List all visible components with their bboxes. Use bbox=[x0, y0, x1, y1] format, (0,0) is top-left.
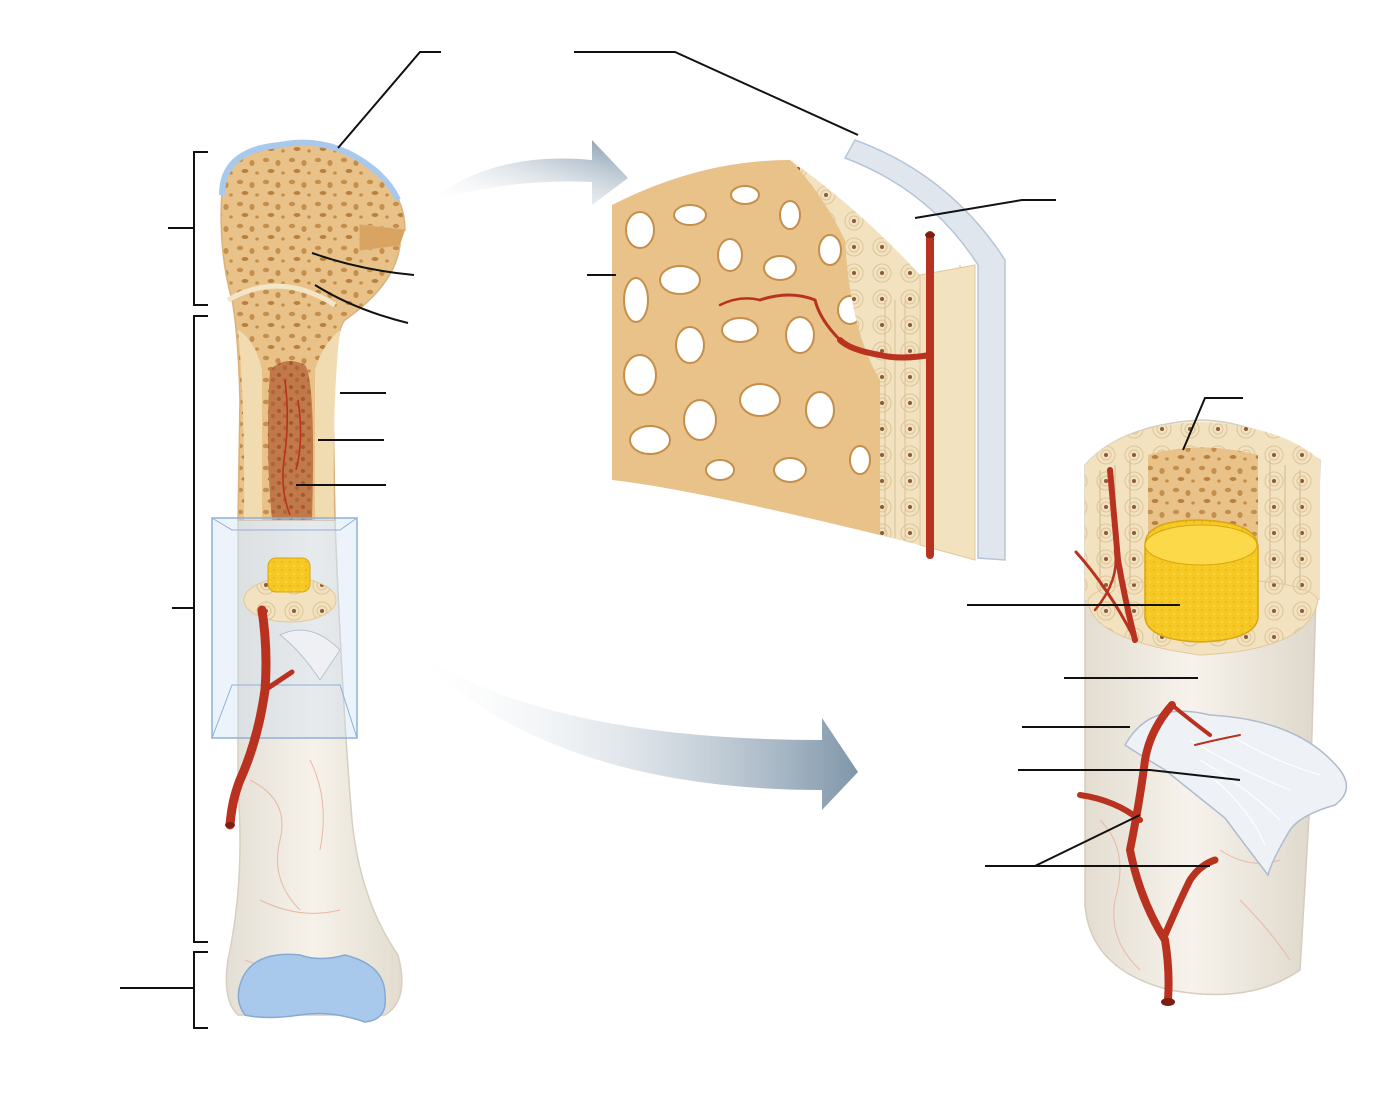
left-leader-lines bbox=[296, 51, 441, 486]
cylinder-blood-vessels bbox=[1074, 467, 1241, 1004]
compact-bone-right-wall bbox=[315, 330, 340, 520]
peeled-periosteum bbox=[1124, 710, 1348, 877]
distal-articular-cartilage bbox=[237, 953, 387, 1023]
arrow-top bbox=[425, 140, 628, 205]
arrow-bottom bbox=[400, 640, 858, 810]
diaphysis-surface bbox=[225, 519, 403, 1016]
top-right-periosteum-leader bbox=[574, 51, 859, 136]
proximal-epiphysis-bracket bbox=[168, 151, 208, 306]
marrow-vessels bbox=[282, 379, 302, 516]
epiphyseal-line bbox=[226, 283, 337, 308]
trabeculae-holes bbox=[623, 185, 871, 483]
proximal-articular-cartilage bbox=[219, 139, 401, 202]
top-right-leader-lines bbox=[574, 51, 1056, 276]
compact-bone-inset-leader bbox=[914, 199, 1056, 219]
block-body bbox=[612, 160, 920, 545]
magnified-region-box bbox=[211, 517, 358, 739]
compact-bone-region bbox=[790, 160, 920, 545]
artery-cut-end bbox=[225, 822, 235, 828]
magnify-arrows bbox=[400, 140, 858, 810]
cylinder-artery-cut-end bbox=[1161, 998, 1175, 1006]
medullary-cavity-red-marrow bbox=[267, 361, 314, 520]
spongy-bone-block bbox=[612, 139, 1006, 561]
shaft-cylinder bbox=[1074, 419, 1348, 1006]
long-bone bbox=[211, 139, 406, 1023]
nutrient-artery-branch bbox=[262, 669, 295, 693]
cylinder-vessel-network bbox=[1099, 819, 1291, 971]
epiphyseal-line-leader bbox=[314, 284, 409, 324]
sharpey-fibers-leader bbox=[1018, 769, 1241, 781]
arteries-leader bbox=[985, 814, 1210, 867]
diaphysis-bracket bbox=[172, 315, 208, 943]
block-blood-vessels bbox=[718, 231, 934, 559]
vessel-cut-end bbox=[925, 232, 935, 238]
epiphysis-spongy-leader bbox=[311, 252, 415, 276]
nutrient-artery bbox=[225, 605, 271, 830]
circumferential-lamellae bbox=[1099, 460, 1301, 600]
cut-notch bbox=[360, 225, 405, 250]
brackets bbox=[120, 151, 208, 1029]
periosteum-layer bbox=[843, 139, 1006, 561]
compact-bone-left-wall bbox=[238, 330, 262, 520]
distal-epiphysis-bracket bbox=[120, 951, 208, 1029]
top-left-cartilage-leader bbox=[337, 51, 441, 149]
sharpey-fibers bbox=[1189, 734, 1321, 846]
yellow-marrow-top bbox=[1144, 524, 1258, 566]
cavity-leader-right bbox=[1182, 397, 1243, 451]
bottom-right-leader-lines bbox=[967, 397, 1243, 867]
